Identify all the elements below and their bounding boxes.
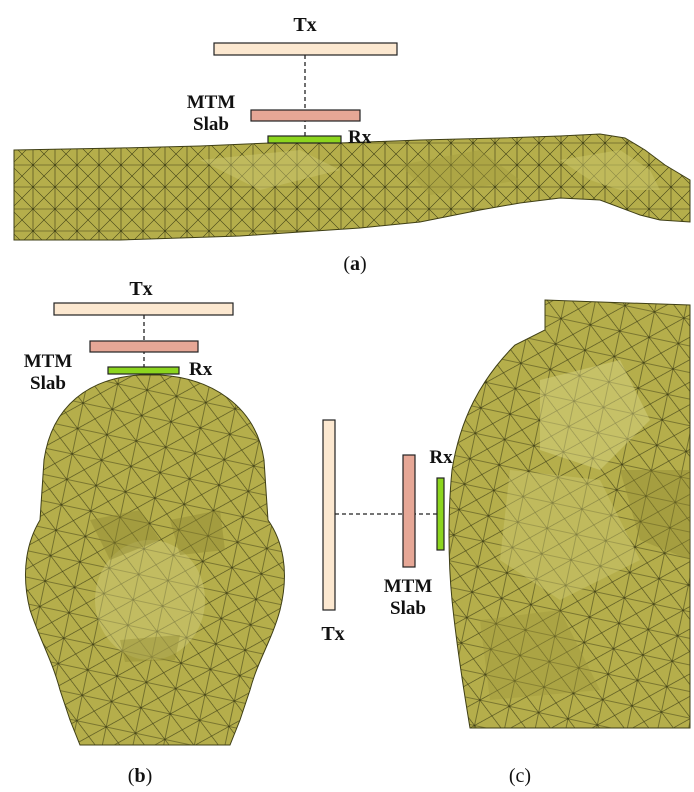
slab-label-c: Slab: [390, 598, 426, 619]
mtm-label-b: MTM: [24, 351, 73, 372]
tx-label-b: Tx: [129, 278, 152, 300]
mtm-slab-a: [251, 110, 360, 121]
panel-b: Tx MTM Slab Rx (b): [24, 278, 285, 787]
tx-label-c: Tx: [321, 623, 344, 645]
arm-mesh: [14, 134, 690, 240]
rx-label-a: Rx: [348, 127, 372, 148]
rx-label-b: Rx: [189, 359, 213, 380]
rx-b: [108, 367, 179, 374]
rx-a: [268, 136, 341, 143]
mtm-label-c: MTM: [384, 576, 433, 597]
rx-label-c: Rx: [429, 447, 453, 468]
panel-c: Tx MTM Slab Rx (c): [321, 300, 690, 787]
caption-b: (b): [128, 765, 152, 787]
mtm-label-a: MTM: [187, 92, 236, 113]
tx-bar-b: [54, 303, 233, 315]
slab-label-a: Slab: [193, 114, 229, 135]
caption-c: (c): [509, 765, 531, 787]
tx-bar-c: [323, 420, 335, 610]
mtm-slab-c: [403, 455, 415, 567]
mtm-slab-b: [90, 341, 198, 352]
caption-a: (a): [343, 253, 366, 275]
rx-c: [437, 478, 444, 550]
slab-label-b: Slab: [30, 373, 66, 394]
tx-bar-a: [214, 43, 397, 55]
panel-a: Tx MTM Slab Rx (a): [14, 14, 690, 275]
tx-label-a: Tx: [293, 14, 316, 36]
